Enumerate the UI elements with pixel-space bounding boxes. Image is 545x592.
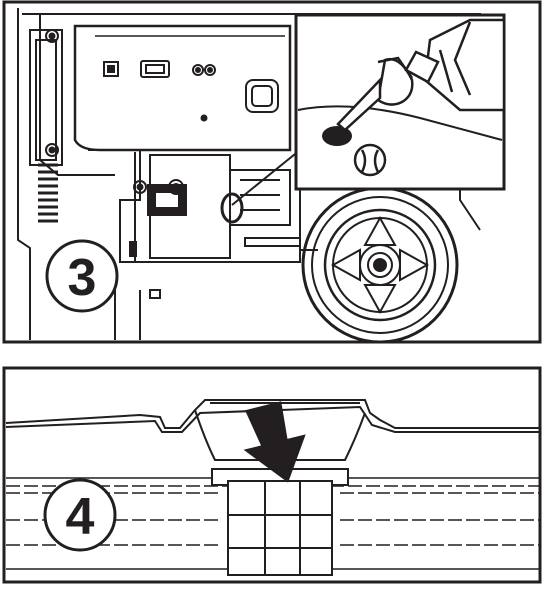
panel-frame — [2, 0, 542, 344]
step-number: 4 — [66, 488, 95, 546]
step-number: 3 — [68, 249, 97, 307]
oil-fill-inset — [294, 13, 506, 191]
oil-bottle-icon — [404, 18, 506, 112]
step-4-badge: 4 — [43, 478, 117, 552]
arrow-down-icon — [243, 401, 306, 483]
oil-strainer — [211, 468, 349, 576]
control-panel-details — [103, 60, 279, 122]
wheel — [301, 186, 459, 344]
step-3-illustration: 3 — [2, 0, 542, 344]
step-3-panel: 3 — [2, 0, 542, 344]
step-4-illustration: 4 — [2, 366, 542, 584]
dipstick-cap — [353, 143, 387, 177]
panel-frame — [2, 366, 542, 584]
step-4-panel: 4 — [0, 365, 545, 587]
funnel-icon — [336, 56, 414, 132]
engine-block — [88, 149, 301, 340]
step-3-badge: 3 — [45, 239, 119, 313]
callout-line — [231, 149, 301, 206]
